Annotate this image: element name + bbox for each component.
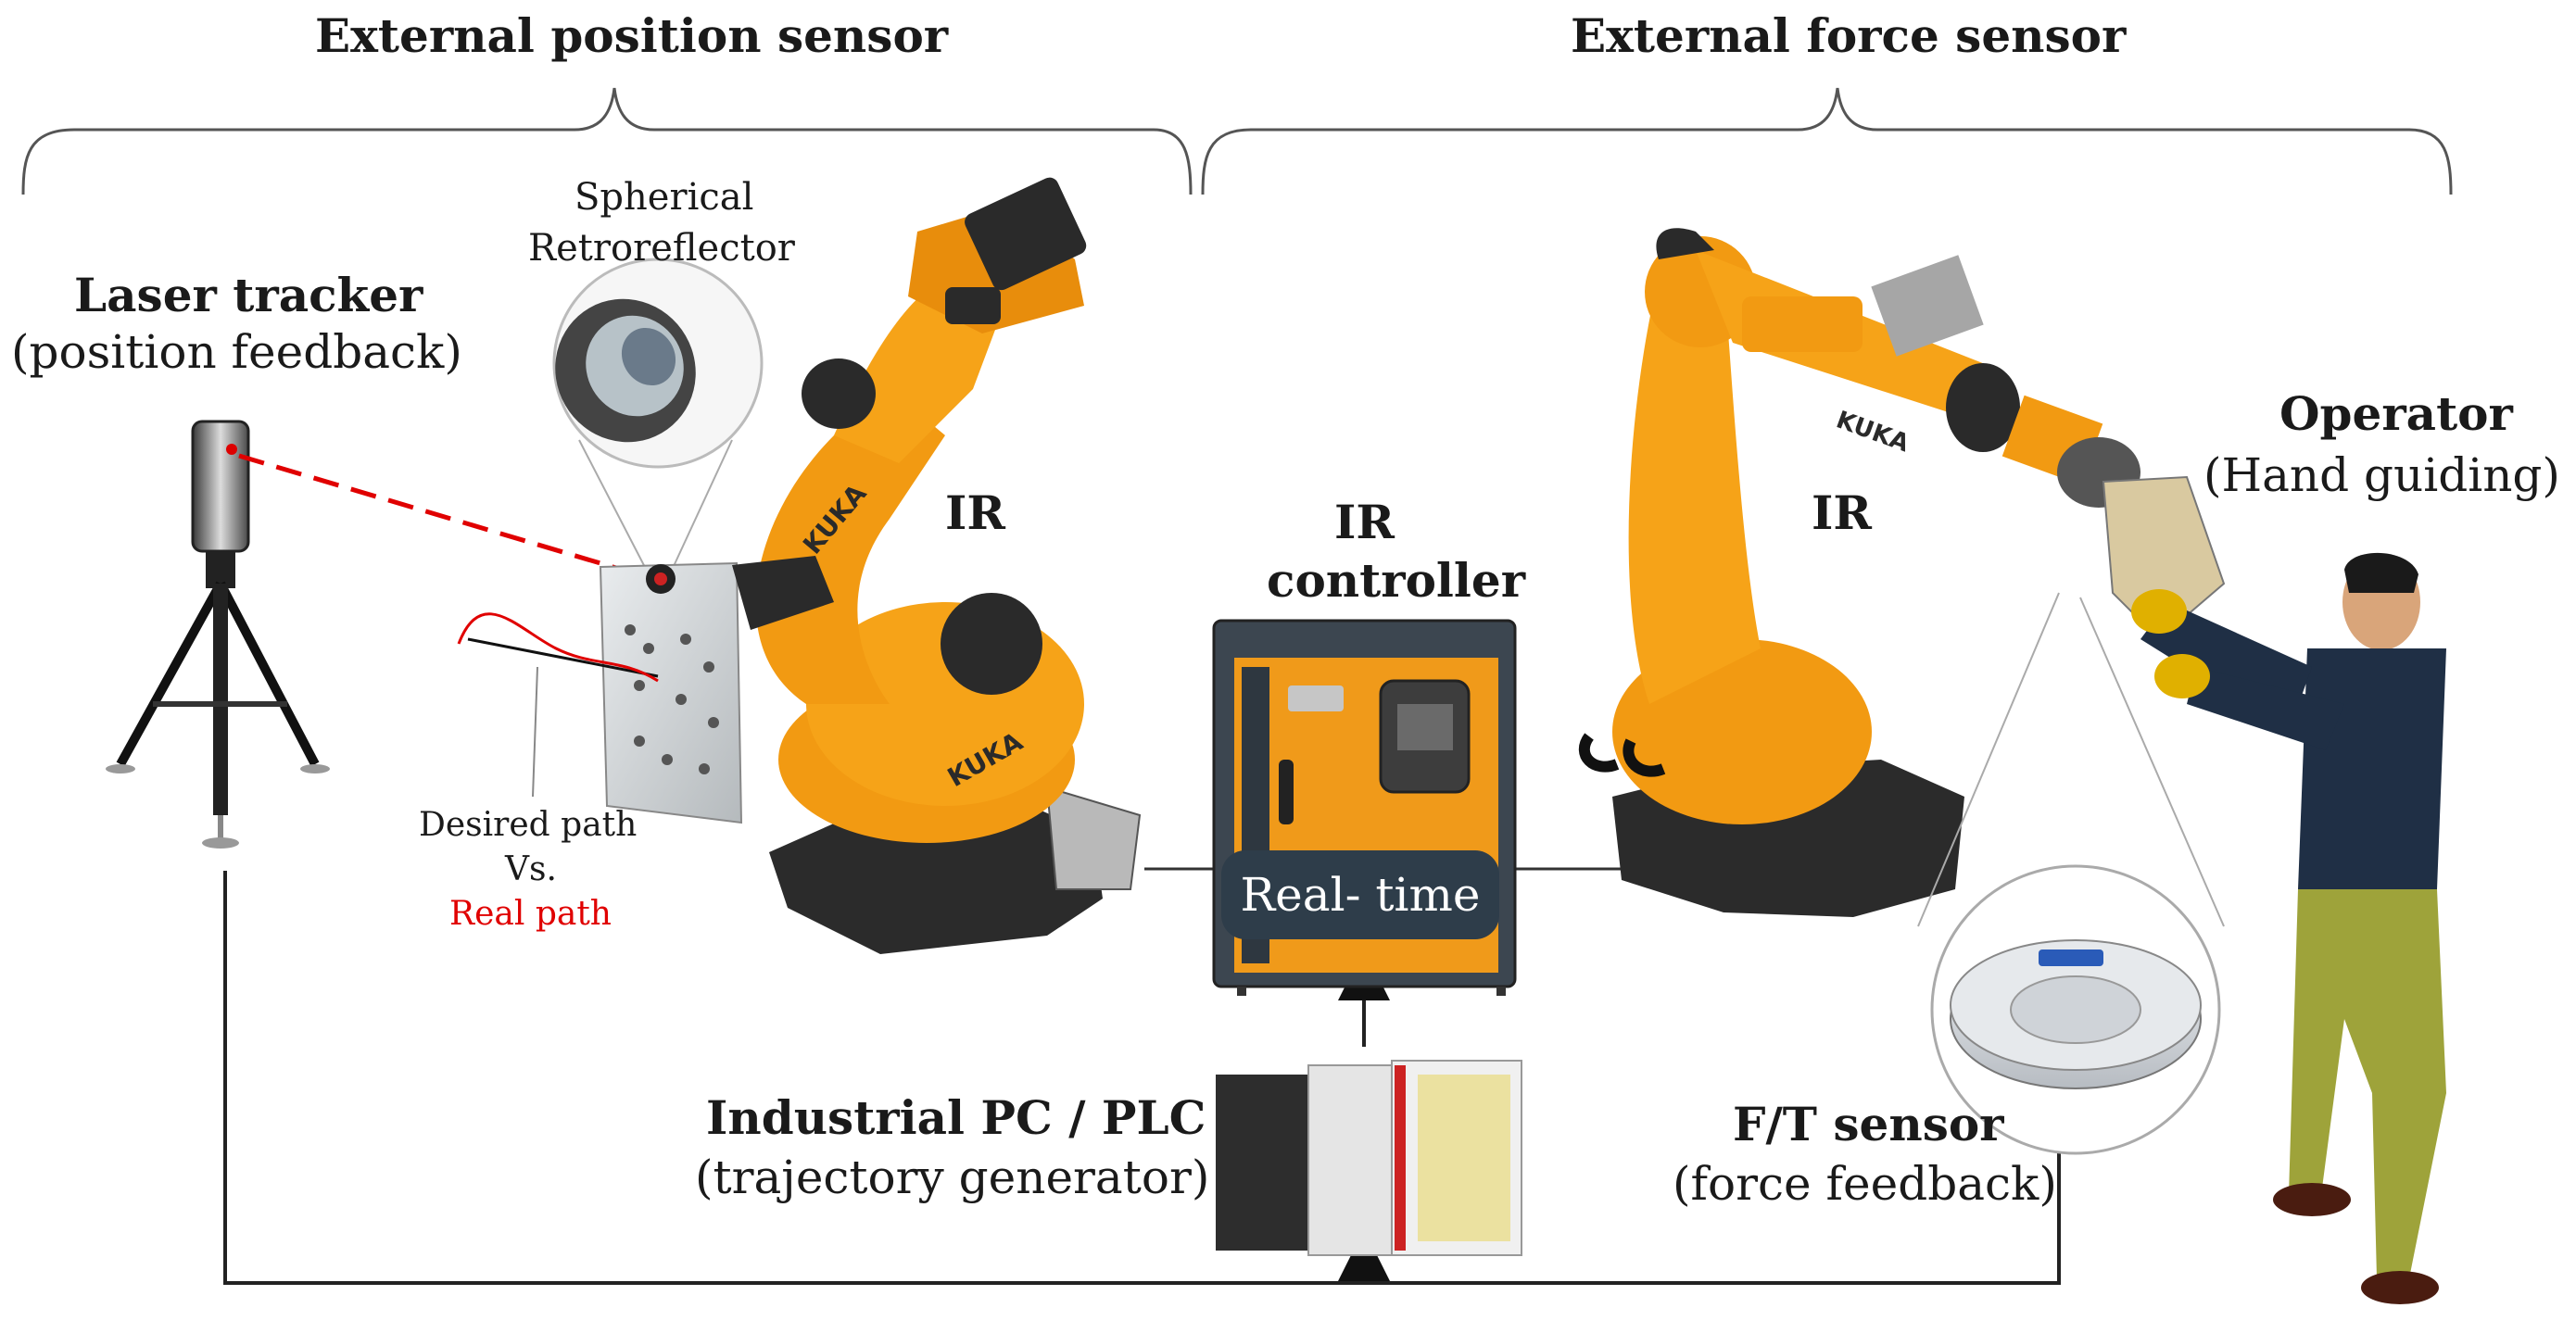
industrial-pc-subtitle: (trajectory generator) bbox=[695, 1151, 1210, 1204]
real-path-label: Real path bbox=[449, 895, 612, 933]
laser-tracker-title: Laser tracker bbox=[74, 268, 423, 322]
retroreflector-label-1: Spherical bbox=[575, 176, 754, 219]
feedback-line bbox=[223, 871, 2061, 1285]
controller-label-2: controller bbox=[1267, 553, 1526, 608]
vs-label: Vs. bbox=[505, 850, 557, 888]
controller-cabinet-image bbox=[1212, 619, 1517, 996]
operator-title: Operator bbox=[2279, 386, 2513, 441]
ft-sensor-zoom bbox=[1930, 864, 2221, 1155]
robot-left-image: KUKA KUKA bbox=[732, 177, 1142, 954]
controller-label-1: IR bbox=[1334, 495, 1395, 549]
desired-path bbox=[467, 637, 659, 678]
industrial-pc-title: Industrial PC / PLC bbox=[706, 1090, 1206, 1145]
retroreflector-label-2: Retroreflector bbox=[528, 227, 795, 270]
retroreflector-zoom bbox=[552, 258, 764, 469]
operator-subtitle: (Hand guiding) bbox=[2203, 448, 2560, 502]
test-plate bbox=[599, 561, 743, 824]
brace-force-sensor bbox=[1201, 87, 2453, 195]
realtime-badge: Real- time bbox=[1221, 850, 1499, 939]
robot-right-label: IR bbox=[1812, 485, 1872, 540]
industrial-pc-image bbox=[1216, 1060, 1522, 1256]
robot-right-image: KUKA bbox=[1578, 228, 2226, 917]
laser-tracker-subtitle: (position feedback) bbox=[11, 325, 462, 379]
ft-sensor-subtitle: (force feedback) bbox=[1673, 1157, 2057, 1211]
laser-tracker-image bbox=[106, 420, 330, 849]
desired-path-label: Desired path bbox=[419, 806, 638, 844]
real-path bbox=[457, 612, 659, 683]
operator-image bbox=[2131, 552, 2446, 1304]
laser-beam bbox=[238, 453, 654, 582]
robot-left-label: IR bbox=[945, 485, 1005, 540]
ft-sensor-title: F/T sensor bbox=[1733, 1097, 2004, 1151]
heading-external-force-sensor: External force sensor bbox=[1571, 8, 2127, 63]
svg-text:KUKA: KUKA bbox=[1833, 406, 1913, 458]
heading-external-position-sensor: External position sensor bbox=[315, 8, 949, 63]
brace-position-sensor bbox=[21, 87, 1193, 195]
